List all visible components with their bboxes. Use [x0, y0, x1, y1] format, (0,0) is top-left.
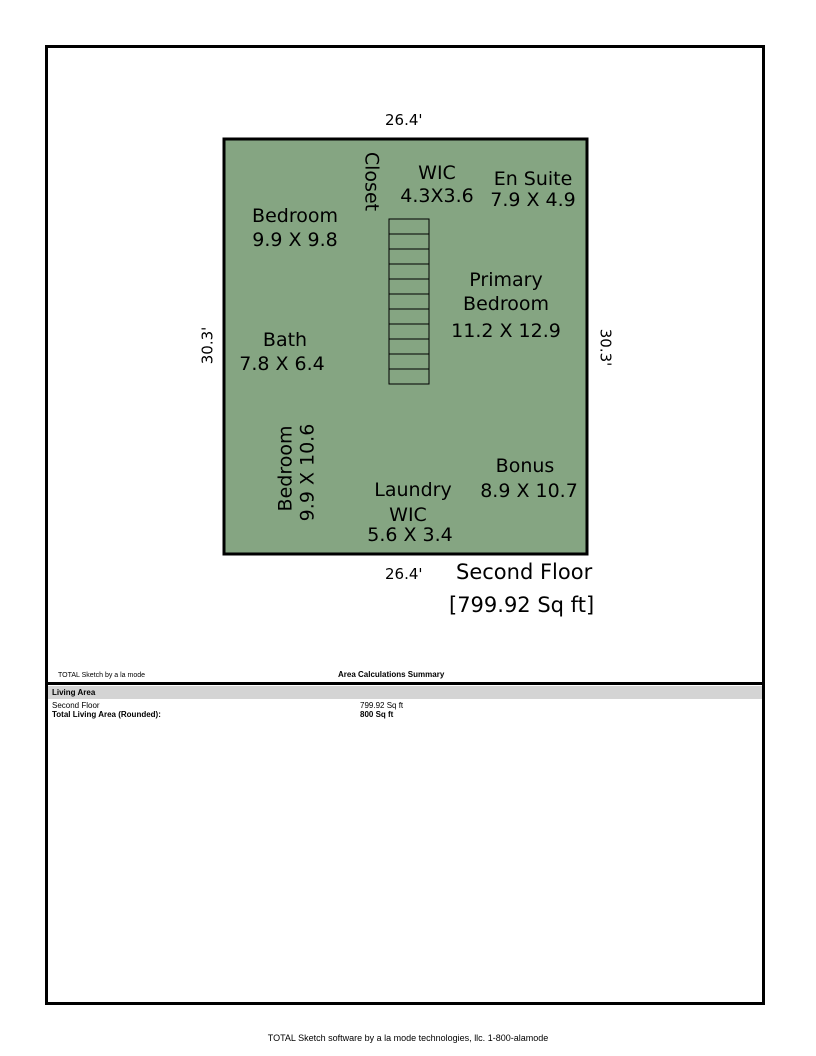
dimension-top: 26.4': [385, 111, 423, 129]
floor-area: [799.92 Sq ft]: [449, 593, 595, 617]
page-frame: [45, 45, 765, 1005]
dimension-right: 30.3': [596, 328, 615, 367]
room-bedroom-bottom-size: 9.9 X 10.6: [296, 423, 319, 522]
summary-section-label: Living Area: [52, 688, 96, 697]
staircase: [388, 218, 430, 385]
software-name-small: TOTAL Sketch by a la mode: [58, 672, 146, 679]
room-en-suite-name: En Suite: [493, 168, 573, 190]
room-bedroom-top-size: 9.9 X 9.8: [252, 229, 338, 251]
room-wic-bottom-size: 5.6 X 3.4: [367, 524, 453, 546]
floor-label: Second Floor: [456, 560, 593, 584]
room-bath-name: Bath: [262, 329, 308, 351]
room-closet: Closet: [360, 151, 383, 212]
room-bedroom-bottom-name: Bedroom: [274, 425, 297, 512]
room-bonus-size: 8.9 X 10.7: [480, 480, 578, 502]
room-bonus-name: Bonus: [495, 455, 555, 477]
room-bedroom-top-name: Bedroom: [252, 205, 338, 227]
room-primary-name-1: Primary: [469, 269, 543, 291]
dimension-left: 30.3': [198, 326, 217, 365]
summary-total-label: Total Living Area (Rounded):: [52, 710, 161, 719]
floor-plan-outline: [222, 137, 589, 556]
summary-row-value: 799.92 Sq ft: [360, 701, 404, 710]
dimension-bottom: 26.4': [385, 565, 423, 583]
footer-credit: TOTAL Sketch software by a la mode techn…: [267, 1033, 549, 1043]
summary-title: Area Calculations Summary: [338, 670, 445, 679]
room-wic-bottom-name: WIC: [389, 504, 427, 526]
summary-divider: [45, 682, 765, 685]
summary-row-label: Second Floor: [52, 701, 100, 710]
room-bath-size: 7.8 X 6.4: [239, 353, 325, 375]
summary-section-bar: [48, 686, 762, 699]
room-en-suite-size: 7.9 X 4.9: [490, 189, 576, 211]
room-wic-top-size: 4.3X3.6: [400, 185, 474, 207]
room-primary-size: 11.2 X 12.9: [451, 320, 561, 342]
room-primary-name-2: Bedroom: [463, 293, 549, 315]
summary-total-value: 800 Sq ft: [360, 710, 394, 719]
room-laundry-name: Laundry: [374, 479, 452, 501]
stair-outline: [388, 218, 430, 385]
room-wic-top-name: WIC: [418, 162, 456, 184]
